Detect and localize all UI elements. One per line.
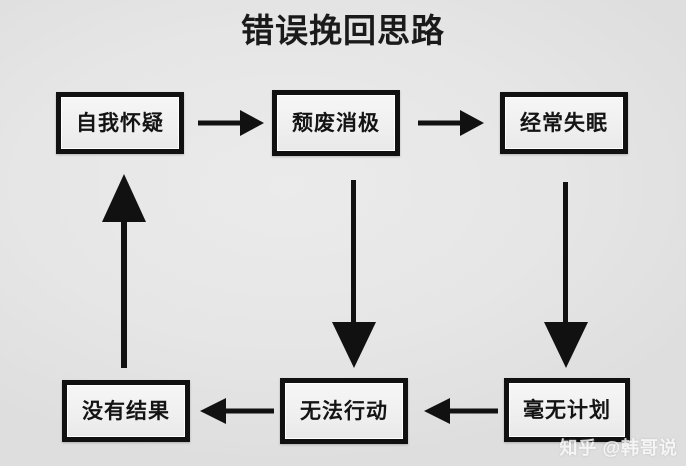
node-insomnia-label: 经常失眠 xyxy=(520,111,608,135)
node-self-doubt-inner: 自我怀疑 xyxy=(61,97,179,149)
node-decadent-label: 颓废消极 xyxy=(292,111,380,135)
node-no-plan-inner: 毫无计划 xyxy=(509,383,625,437)
node-self-doubt[interactable]: 自我怀疑 xyxy=(56,92,184,154)
node-insomnia[interactable]: 经常失眠 xyxy=(500,92,628,154)
node-cannot-act[interactable]: 无法行动 xyxy=(280,378,408,444)
node-cannot-act-label: 无法行动 xyxy=(300,399,388,423)
node-insomnia-inner: 经常失眠 xyxy=(505,97,623,149)
node-cannot-act-inner: 无法行动 xyxy=(285,383,403,439)
arrow-decadent-to-cannot-act xyxy=(330,180,378,370)
page-title: 错误挽回思路 xyxy=(241,12,445,49)
arrow-no-plan-to-cannot-act xyxy=(420,396,498,426)
node-self-doubt-label: 自我怀疑 xyxy=(76,111,164,135)
arrow-self-doubt-to-decadent xyxy=(198,108,266,138)
arrow-cannot-act-to-no-result xyxy=(196,396,274,426)
node-no-result-label: 没有结果 xyxy=(82,399,170,423)
node-decadent-inner: 颓废消极 xyxy=(277,95,395,151)
node-decadent[interactable]: 颓废消极 xyxy=(272,90,400,156)
arrow-no-result-to-self-doubt xyxy=(100,172,148,368)
arrow-insomnia-to-no-plan xyxy=(542,182,590,370)
node-no-plan-label: 毫无计划 xyxy=(523,398,611,422)
node-no-result-inner: 没有结果 xyxy=(67,385,185,437)
node-no-result[interactable]: 没有结果 xyxy=(62,380,190,442)
arrow-decadent-to-insomnia xyxy=(418,108,486,138)
node-no-plan[interactable]: 毫无计划 xyxy=(504,378,630,442)
